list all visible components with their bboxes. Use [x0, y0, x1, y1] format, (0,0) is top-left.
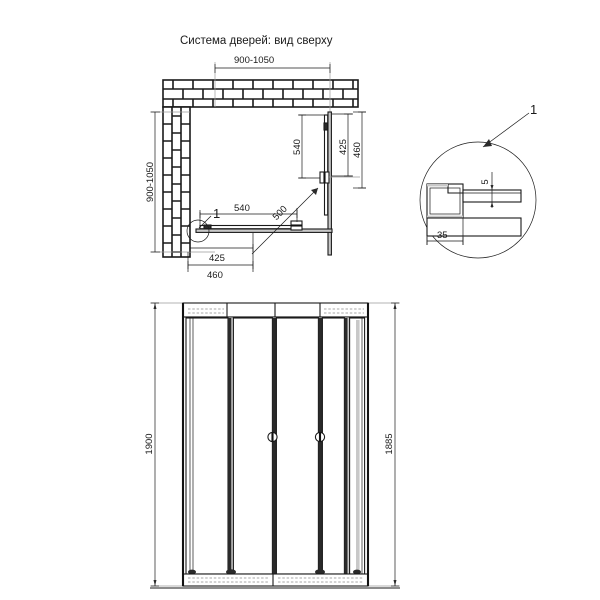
- dim-height-1885: 1885: [384, 302, 399, 587]
- dim-profile-5-label: 5: [480, 179, 491, 184]
- dim-profile-5: 5: [480, 172, 496, 208]
- page-title: Система дверей: вид сверху: [180, 35, 333, 47]
- stile-4: [344, 318, 350, 574]
- dim-height-1900-label: 1900: [144, 433, 155, 454]
- dim-left-height: 900-1050: [145, 111, 160, 253]
- dim-bottom-460-label: 460: [207, 270, 223, 281]
- bottom-rollers: [188, 569, 361, 575]
- detail-circle: [419, 141, 537, 259]
- dim-right-425: 425: [332, 113, 353, 177]
- stile-1: [228, 318, 234, 574]
- profile-cross-section: [426, 183, 522, 237]
- dim-top-width-label: 900-1050: [234, 55, 274, 66]
- dim-bottom-425-label: 425: [209, 253, 225, 264]
- top-rail: [182, 302, 369, 318]
- detail-view-group: 1: [419, 102, 537, 259]
- dim-bottom-460: 460: [187, 252, 254, 281]
- callout-1-plan: 1: [198, 206, 220, 229]
- glass-panel-1: [185, 317, 229, 575]
- front-view-group: 1900 1885: [144, 302, 400, 589]
- dim-height-1900: 1900: [144, 302, 159, 587]
- dim-right-425-label: 425: [338, 139, 349, 155]
- door-handle-1[interactable]: [267, 431, 278, 443]
- callout-1-plan-label: 1: [213, 206, 220, 221]
- dim-right-540-label: 540: [292, 139, 303, 155]
- glass-panel-4: [321, 317, 345, 575]
- dim-profile-35: 35: [426, 230, 464, 245]
- dim-bottom-540: 540: [199, 203, 298, 228]
- dim-diagonal-500-label: 500: [271, 204, 290, 223]
- dim-diagonal-500: 500: [251, 187, 319, 255]
- dim-top-width: 900-1050: [214, 55, 331, 73]
- glass-panel-2: [232, 317, 273, 575]
- dim-profile-35-label: 35: [437, 230, 448, 241]
- top-view-group: 900-1050 900-1050: [145, 55, 366, 281]
- door-panel-bottom: [186, 219, 333, 243]
- dim-right-460-label: 460: [352, 142, 363, 158]
- dim-bottom-540-label: 540: [234, 203, 250, 214]
- door-panel-right: [319, 111, 360, 256]
- stile-2: [272, 318, 277, 574]
- dim-left-height-label: 900-1050: [145, 162, 156, 202]
- stile-3: [318, 318, 323, 574]
- bottom-rail: [182, 573, 369, 587]
- dim-right-460: 460: [352, 111, 366, 189]
- wall-horizontal: [162, 79, 359, 108]
- callout-1-detail-label: 1: [530, 102, 537, 117]
- glass-panel-3: [275, 317, 319, 575]
- dim-right-540: 540: [292, 114, 327, 179]
- dim-bottom-425: 425: [189, 233, 254, 264]
- wall-vertical: [162, 106, 191, 258]
- door-handle-2[interactable]: [314, 431, 326, 443]
- callout-1-detail: 1: [482, 102, 537, 148]
- right-post: [349, 317, 366, 575]
- dim-height-1885-label: 1885: [384, 433, 395, 454]
